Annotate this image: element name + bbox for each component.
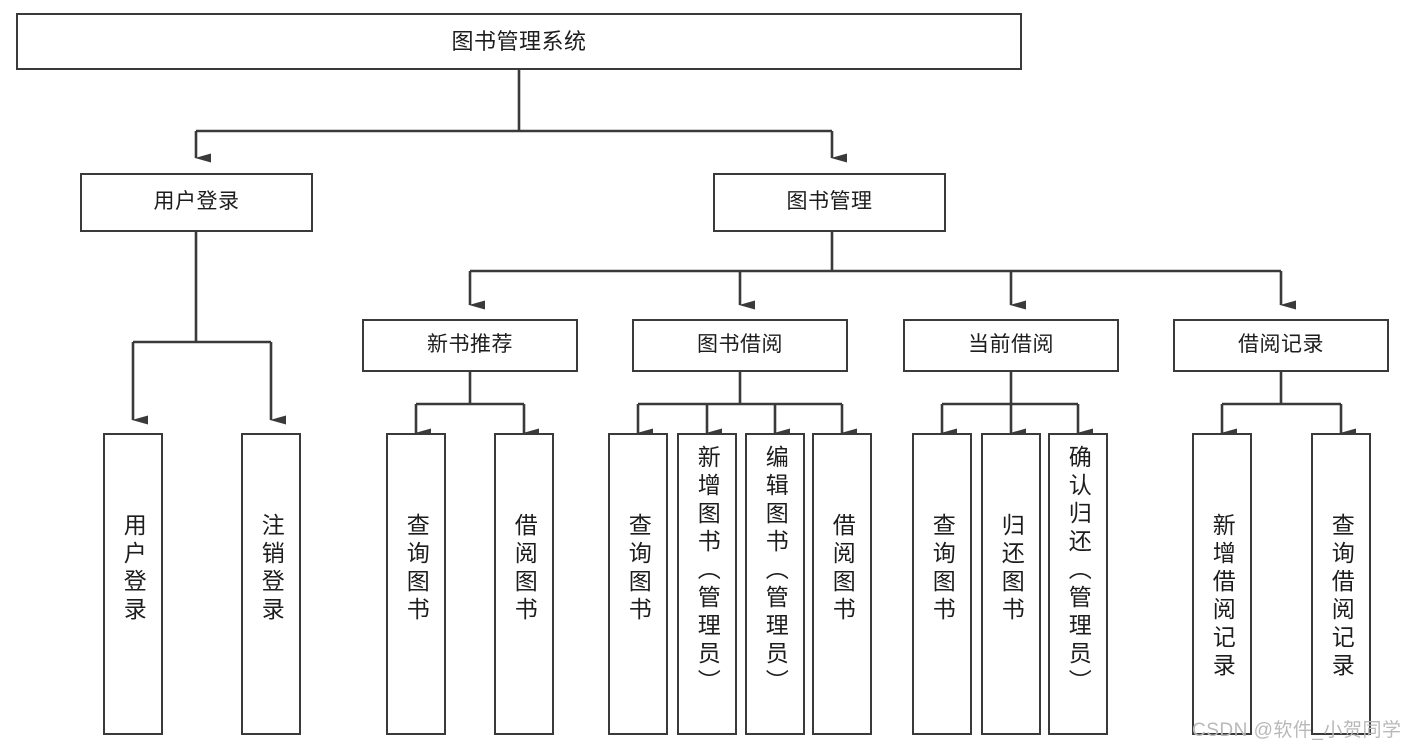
node-book-management[interactable]: 图书管理 — [713, 173, 946, 232]
node-label: 新增借阅记录 — [1209, 513, 1236, 681]
leaf-logout[interactable]: 注销登录 — [241, 433, 301, 735]
node-borrow-record[interactable]: 借阅记录 — [1173, 319, 1389, 372]
csdn-watermark: CSDN @软件_小贺同学 — [1192, 720, 1402, 741]
node-current-borrow[interactable]: 当前借阅 — [903, 319, 1119, 372]
leaf-edit-book-admin[interactable]: 编辑图书（管理员） — [745, 433, 805, 735]
node-book-borrow[interactable]: 图书借阅 — [632, 319, 848, 372]
node-label: 图书借阅 — [697, 333, 783, 357]
node-label: 用户登录 — [153, 190, 240, 214]
node-label: 图书管理 — [786, 190, 873, 214]
leaf-return-book[interactable]: 归还图书 — [981, 433, 1041, 735]
node-user-login[interactable]: 用户登录 — [80, 173, 313, 232]
node-new-book-recommend[interactable]: 新书推荐 — [362, 319, 578, 372]
node-label: 编辑图书（管理员） — [762, 445, 789, 697]
node-label: 新增图书（管理员） — [694, 445, 721, 697]
leaf-query-book-current[interactable]: 查询图书 — [912, 433, 972, 735]
leaf-add-book-admin[interactable]: 新增图书（管理员） — [677, 433, 737, 735]
leaf-query-book-borrow[interactable]: 查询图书 — [608, 433, 668, 735]
node-label: 查询图书 — [625, 513, 652, 625]
node-label: 查询借阅记录 — [1328, 513, 1355, 681]
node-label: 归还图书 — [998, 513, 1025, 625]
node-label: 借阅图书 — [829, 513, 856, 625]
leaf-confirm-return-admin[interactable]: 确认归还（管理员） — [1048, 433, 1108, 735]
node-label: 新书推荐 — [427, 333, 513, 357]
node-label: 注销登录 — [258, 513, 285, 625]
node-root-book-management-system[interactable]: 图书管理系统 — [16, 13, 1022, 70]
node-label: 确认归还（管理员） — [1065, 445, 1092, 697]
node-label: 借阅记录 — [1238, 333, 1324, 357]
leaf-query-book-new-recommend[interactable]: 查询图书 — [386, 433, 446, 735]
node-label: 图书管理系统 — [451, 28, 587, 54]
leaf-query-borrow-record[interactable]: 查询借阅记录 — [1311, 433, 1371, 735]
node-label: 用户登录 — [120, 513, 147, 625]
leaf-user-login[interactable]: 用户登录 — [103, 433, 163, 735]
node-label: 查询图书 — [403, 513, 430, 625]
leaf-add-borrow-record[interactable]: 新增借阅记录 — [1192, 433, 1252, 735]
leaf-borrow-book-new-recommend[interactable]: 借阅图书 — [494, 433, 554, 735]
node-label: 查询图书 — [929, 513, 956, 625]
leaf-borrow-book[interactable]: 借阅图书 — [812, 433, 872, 735]
node-label: 当前借阅 — [968, 333, 1054, 357]
node-label: 借阅图书 — [511, 513, 538, 625]
